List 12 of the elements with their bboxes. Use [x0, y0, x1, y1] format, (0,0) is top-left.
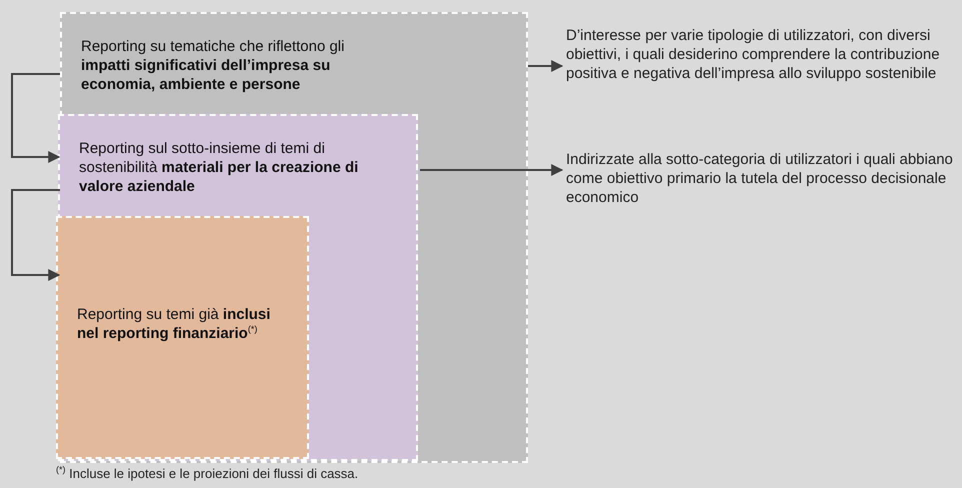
box-text: Reporting su temi già inclusi nel reporting finanziario$^{(*)}$	[77, 305, 272, 343]
box-text: Reporting su tematiche che riflettono gli impatti significativi dell’impresa su economia, ambiente e persone	[81, 37, 346, 94]
arrow	[11, 189, 60, 281]
footnote: $^{(*)}$ Incluse le ipotesi e le proiezioni dei flussi di cassa.	[56, 466, 358, 481]
description-text: D’interesse per varie tipologie di utilizzatori, con diversi obiettivi, i quali desiderino comprendere la contribuzione positiva e negativa dell’impresa allo sviluppo sostenibile	[566, 26, 962, 106]
arrow	[11, 73, 60, 163]
inner-box	[56, 216, 309, 459]
description-text: Indirizzate alla sotto-categoria di utilizzatori i quali abbiano come obiettivo primario la tutela del processo decisionale economico	[566, 150, 962, 210]
middle-box	[58, 114, 418, 461]
box-text: Reporting sul sotto-insieme di temi di sostenibilità materiali per la creazione di valore aziendale	[79, 139, 360, 196]
arrow	[420, 164, 564, 176]
arrow	[528, 60, 564, 72]
